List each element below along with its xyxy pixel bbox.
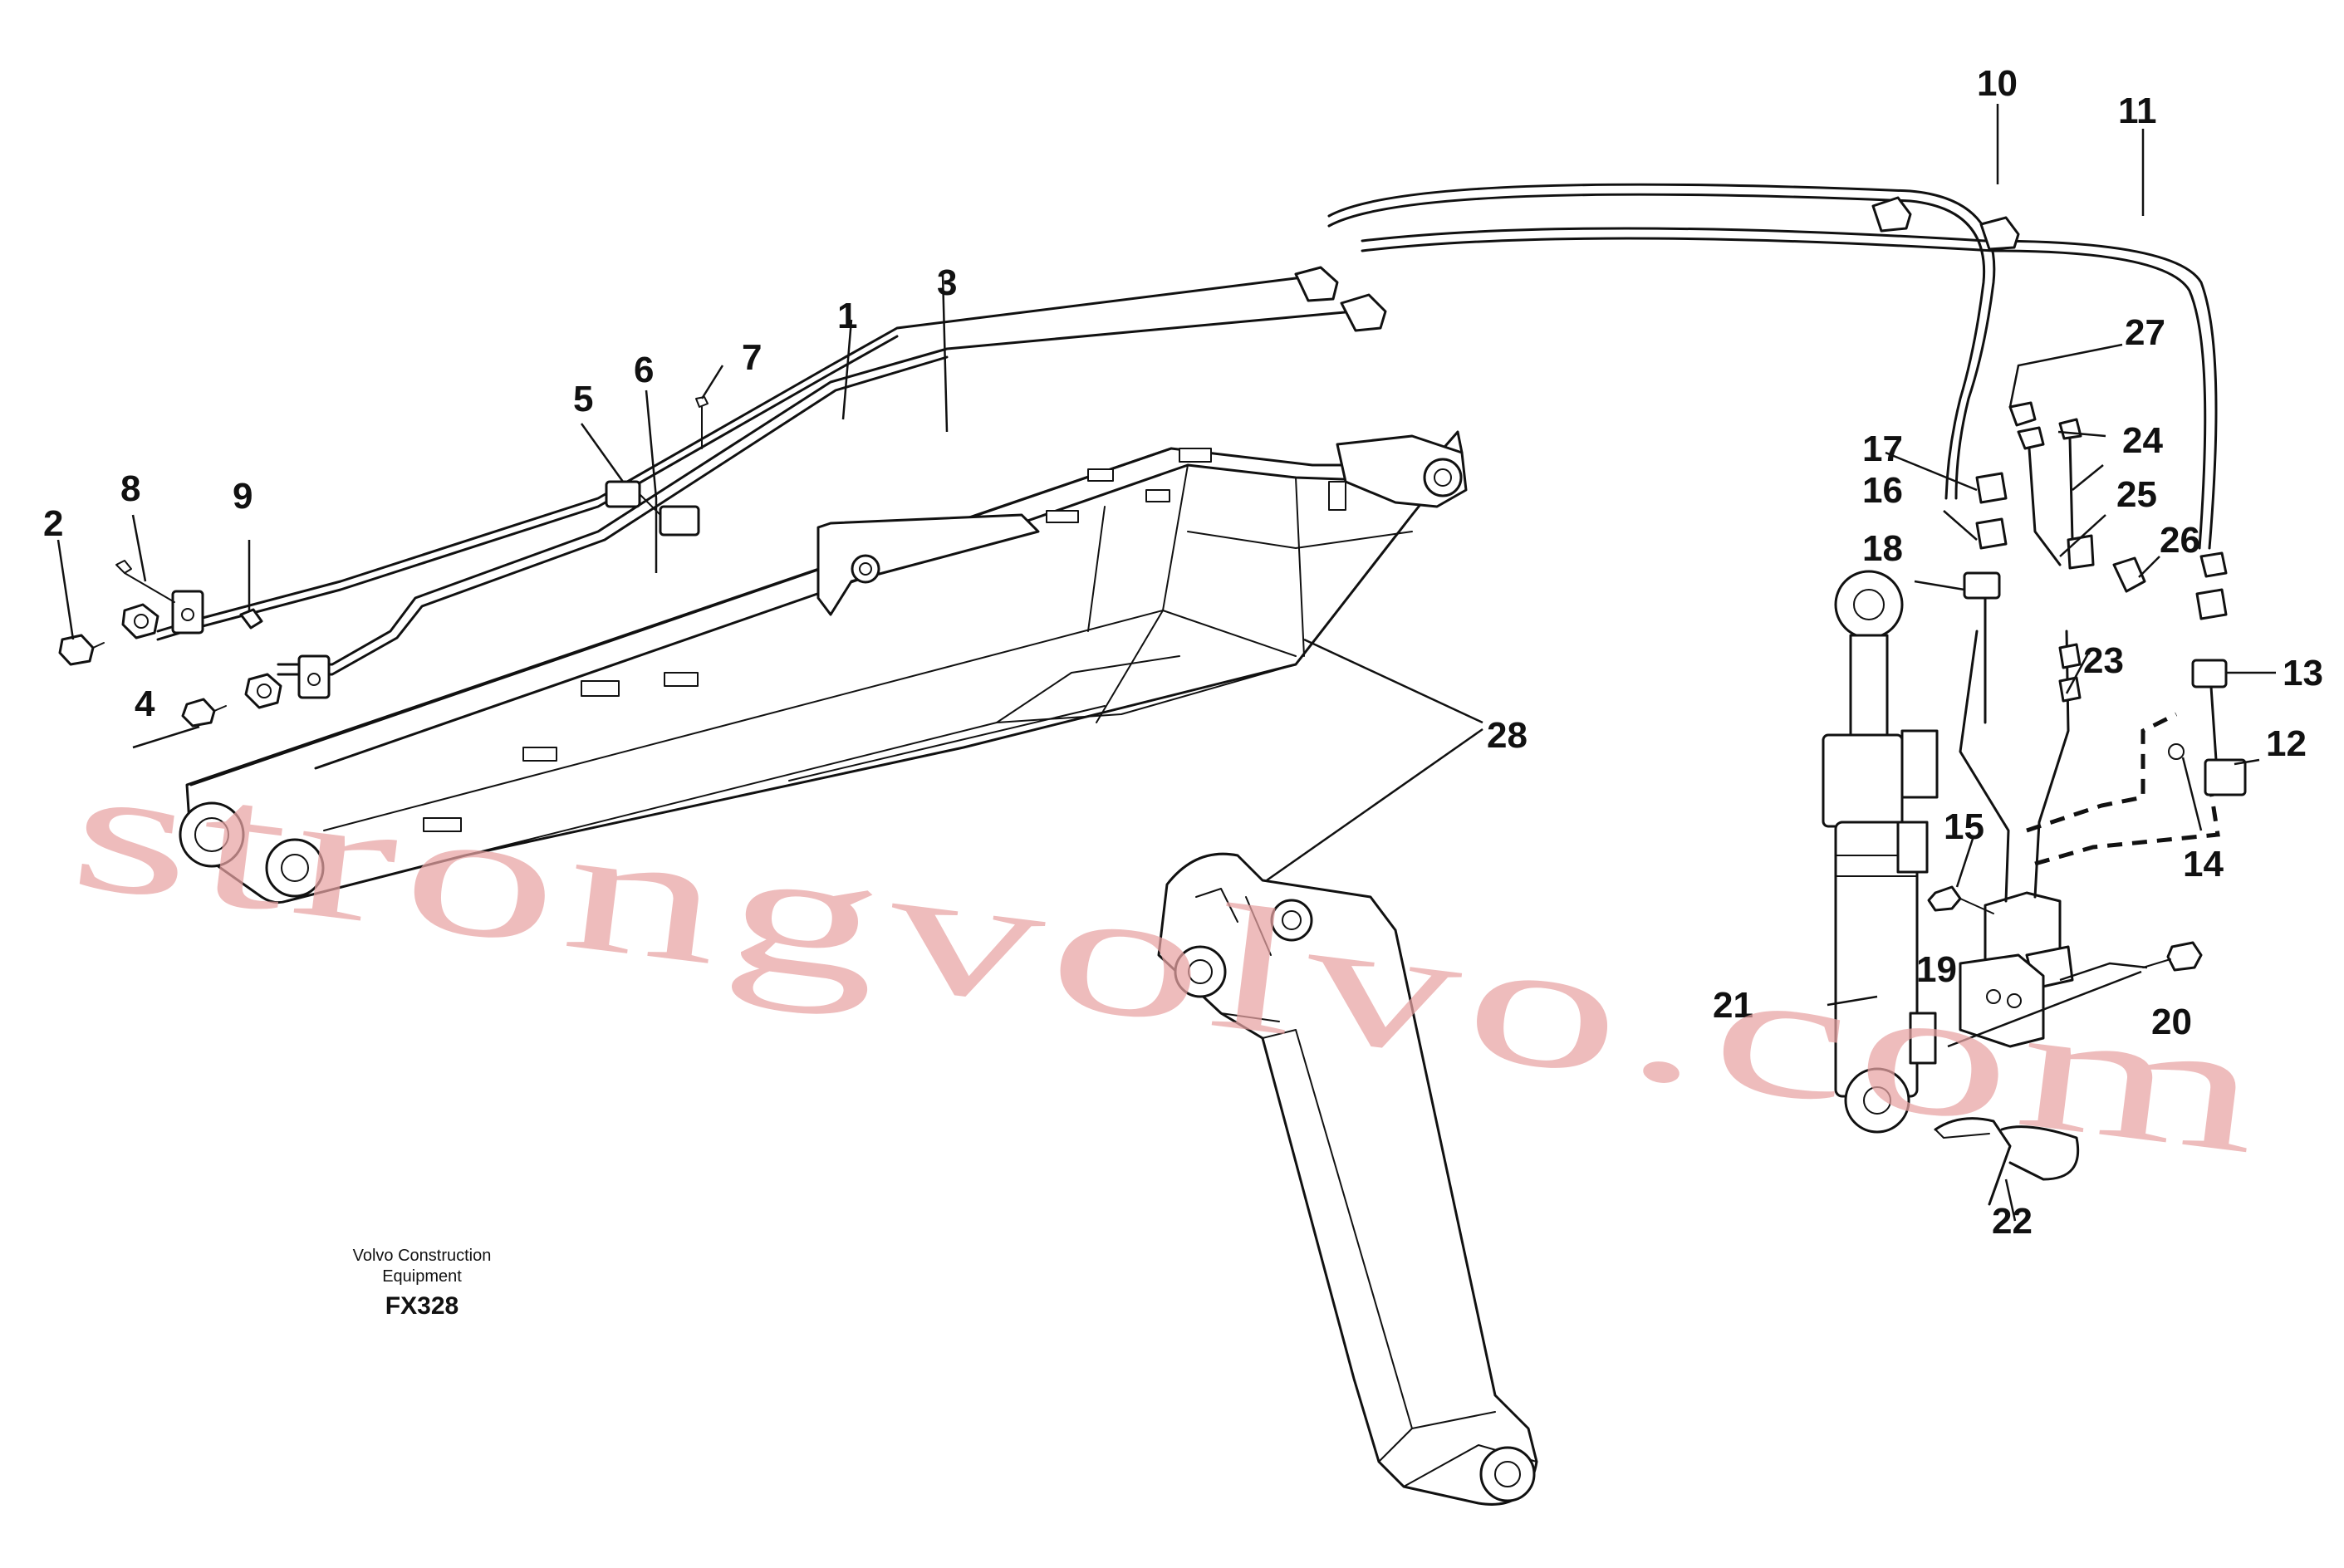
callout-2: 2 (43, 503, 63, 544)
callout-18: 18 (1862, 528, 1903, 569)
callout-23: 23 (2083, 640, 2124, 681)
callout-6: 6 (634, 350, 654, 390)
callout-8: 8 (120, 468, 140, 509)
callout-28: 28 (1487, 715, 1528, 756)
caption-company-line2: Equipment (382, 1267, 462, 1286)
callout-10: 10 (1977, 63, 2018, 104)
leader-lines (56, 104, 2276, 1222)
callout-11: 11 (2118, 91, 2157, 131)
callout-labels: 1 2 3 4 5 6 7 8 9 10 11 12 13 14 15 16 1… (43, 63, 2323, 1242)
callout-27: 27 (2125, 312, 2165, 353)
caption-drawing-code: FX328 (385, 1292, 459, 1320)
callout-9: 9 (233, 476, 253, 517)
caption-block: Volvo Construction Equipment FX328 (353, 1247, 492, 1320)
callout-20: 20 (2151, 1002, 2192, 1042)
callout-16: 16 (1862, 470, 1903, 511)
callout-19: 19 (1916, 949, 1957, 990)
callout-22: 22 (1992, 1201, 2033, 1242)
clamps-and-fasteners (58, 396, 709, 728)
callout-7: 7 (742, 337, 762, 378)
callout-26: 26 (2160, 520, 2200, 561)
callout-12: 12 (2266, 723, 2307, 764)
right-fittings (1934, 401, 2247, 1206)
callout-3: 3 (937, 262, 957, 303)
boom (179, 430, 1468, 904)
callout-21: 21 (1713, 985, 1753, 1026)
callout-15: 15 (1944, 806, 1984, 847)
cylinder (1822, 570, 1939, 1134)
callout-14: 14 (2183, 844, 2224, 884)
caption-company-line1: Volvo Construction (353, 1247, 492, 1265)
dipper-arm (1157, 852, 1538, 1506)
callout-24: 24 (2122, 420, 2163, 461)
callout-13: 13 (2283, 653, 2323, 693)
callout-1: 1 (837, 296, 857, 336)
callout-4: 4 (135, 684, 155, 724)
callout-25: 25 (2116, 474, 2157, 515)
callout-17: 17 (1862, 429, 1903, 469)
watermark-text: strongvolvo.com (61, 726, 2278, 1192)
valve-block (1927, 630, 2220, 1048)
callout-5: 5 (573, 379, 593, 419)
